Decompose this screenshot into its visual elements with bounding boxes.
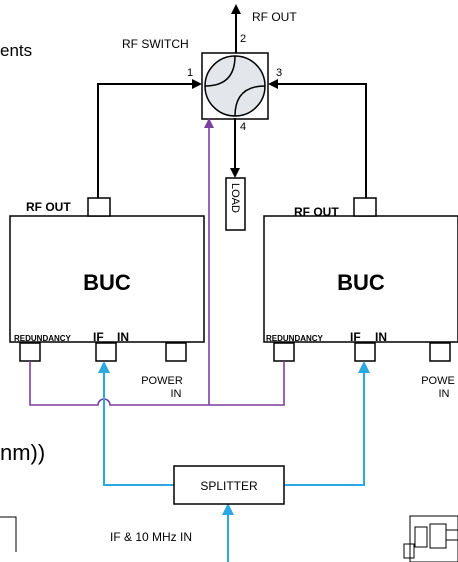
buc-right-box — [263, 215, 458, 343]
load-box — [225, 177, 246, 231]
cropped-text-left: ents — [0, 41, 32, 60]
splitter-box — [173, 465, 285, 505]
buc-right-redundancy-label: REDUNDANCY — [266, 334, 324, 343]
buc-left-title: BUC — [83, 270, 131, 295]
cropped-box-fragment — [0, 516, 17, 552]
load-label: LOAD — [229, 183, 241, 213]
buc-left-redundancy-label: REDUNDANCY — [14, 334, 72, 343]
buc-right-power-line2: IN — [439, 388, 450, 400]
equipment-fragment-icon — [403, 515, 458, 562]
switch-port-4: 4 — [240, 121, 246, 133]
rf-switch-rotor — [204, 55, 266, 117]
buc-left-box — [9, 215, 205, 343]
buc-right-power-line1: POWE — [421, 375, 455, 387]
buc-left-power-line2: IN — [171, 388, 182, 400]
buc-left-in-label: IN — [117, 330, 129, 344]
if-line-right — [284, 361, 370, 486]
switch-path-b — [234, 85, 266, 117]
buc-left-rf-out-label: RF OUT — [26, 200, 71, 214]
buc-left-rf-out-connector-icon — [87, 197, 111, 217]
if-line-left — [98, 361, 174, 486]
left-rf-out-line — [97, 79, 202, 198]
buc-left-power-line1: POWER — [141, 375, 183, 387]
switch-port-1: 1 — [187, 67, 193, 79]
rf-switch-label: RF SWITCH — [122, 37, 189, 51]
buc-left-redundancy-connector-icon — [19, 342, 41, 362]
buc-right-rf-out-connector-icon — [353, 197, 377, 217]
buc-left-if-label: IF — [93, 330, 104, 344]
splitter-label: SPLITTER — [200, 479, 258, 493]
buc-right-title: BUC — [337, 270, 385, 295]
buc-right-if-connector-icon — [354, 342, 376, 362]
buc-right-rf-out-label: RF OUT — [294, 205, 339, 219]
rf-out-top-label: RF OUT — [252, 10, 297, 24]
buc-right-if-label: IF — [350, 330, 361, 344]
cropped-text-mid: nm)) — [0, 440, 45, 465]
buc-left-if-connector-icon — [95, 342, 117, 362]
input-label: IF & 10 MHz IN — [110, 530, 192, 544]
switch-port-3: 3 — [276, 67, 282, 79]
buc-right-in-label: IN — [375, 330, 387, 344]
buc-right-power-connector-icon — [429, 342, 451, 362]
buc-right-redundancy-connector-icon — [273, 342, 295, 362]
right-rf-out-line — [268, 79, 367, 198]
switch-path-a — [204, 55, 236, 87]
switch-port-2: 2 — [240, 33, 246, 45]
buc-left-power-connector-icon — [165, 342, 187, 362]
